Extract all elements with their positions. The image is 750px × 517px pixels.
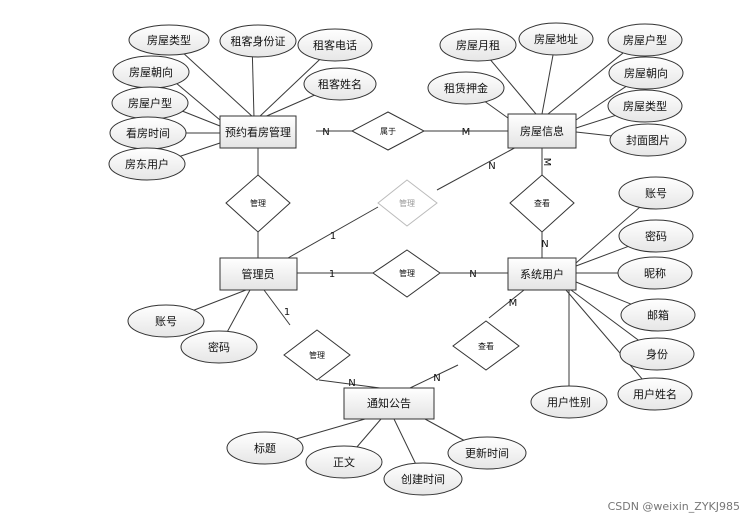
card-booking-belongs: N bbox=[322, 127, 329, 138]
svg-text:用户性别: 用户性别 bbox=[547, 395, 591, 409]
attribute-booking-visit-time: 看房时间 bbox=[109, 116, 187, 150]
entity-booking: 预约看房管理 bbox=[219, 115, 297, 149]
attribute-booking-layout: 房屋户型 bbox=[111, 86, 189, 120]
attribute-notice-body: 正文 bbox=[305, 445, 383, 479]
relationship-view-notice-label: 查看 bbox=[478, 341, 494, 351]
relationship-manage-notice-label: 管理 bbox=[309, 350, 325, 360]
attribute-house-orientation: 房屋朝向 bbox=[608, 56, 684, 90]
svg-text:账号: 账号 bbox=[155, 315, 177, 328]
relationship-manage-booking: 管理 bbox=[225, 174, 291, 233]
svg-text:租客身份证: 租客身份证 bbox=[231, 34, 286, 48]
entity-admin: 管理员 bbox=[219, 257, 298, 291]
svg-text:封面图片: 封面图片 bbox=[626, 133, 670, 147]
attribute-booking-tenant-name: 租客姓名 bbox=[303, 67, 377, 101]
relationship-manage-notice: 管理 bbox=[283, 329, 351, 381]
svg-text:标题: 标题 bbox=[254, 441, 276, 455]
attribute-sysuser-account: 账号 bbox=[618, 176, 694, 210]
card-house-view: M bbox=[541, 158, 552, 167]
svg-text:账号: 账号 bbox=[645, 187, 667, 200]
relationship-manage-user-label: 管理 bbox=[399, 268, 415, 278]
attribute-notice-updated: 更新时间 bbox=[447, 436, 527, 470]
attribute-house-address: 房屋地址 bbox=[518, 22, 594, 56]
attribute-booking-landlord: 房东用户 bbox=[108, 147, 186, 181]
attribute-house-layout: 房屋户型 bbox=[607, 23, 683, 57]
card-house-belongs: M bbox=[462, 127, 471, 138]
card-admin-house: 1 bbox=[330, 231, 336, 242]
svg-text:房屋类型: 房屋类型 bbox=[623, 99, 667, 113]
entity-notice: 通知公告 bbox=[343, 387, 435, 420]
card-sysuser-view: N bbox=[541, 239, 548, 250]
svg-text:密码: 密码 bbox=[208, 340, 230, 354]
entity-sysuser-label: 系统用户 bbox=[520, 267, 564, 281]
svg-text:房屋地址: 房屋地址 bbox=[534, 32, 578, 46]
attribute-house-rent: 房屋月租 bbox=[439, 28, 517, 62]
attribute-sysuser-gender: 用户性别 bbox=[530, 385, 608, 419]
attribute-booking-tenant-id: 租客身份证 bbox=[219, 24, 297, 58]
svg-text:房东用户: 房东用户 bbox=[125, 157, 169, 171]
card-admin-user: 1 bbox=[329, 269, 335, 280]
cardinality-labels: N M M N 1 N 1 N 1 N M N bbox=[284, 127, 552, 389]
svg-text:更新时间: 更新时间 bbox=[465, 446, 509, 460]
entity-house: 房屋信息 bbox=[507, 113, 577, 149]
attribute-booking-house-type: 房屋类型 bbox=[128, 24, 210, 56]
card-notice-user: N bbox=[433, 373, 440, 384]
attribute-booking-tenant-phone: 租客电话 bbox=[297, 28, 373, 62]
svg-text:创建时间: 创建时间 bbox=[401, 472, 445, 486]
svg-text:房屋朝向: 房屋朝向 bbox=[129, 65, 173, 79]
relationship-belongs: 属于 bbox=[350, 111, 426, 151]
relationship-manage-user: 管理 bbox=[372, 249, 441, 298]
attribute-house-deposit: 租赁押金 bbox=[427, 71, 505, 105]
attribute-sysuser-identity: 身份 bbox=[619, 337, 695, 371]
relationship-view-notice: 查看 bbox=[452, 320, 520, 371]
svg-text:看房时间: 看房时间 bbox=[126, 126, 170, 140]
entity-sysuser: 系统用户 bbox=[507, 257, 577, 291]
entity-house-label: 房屋信息 bbox=[520, 124, 564, 138]
svg-text:身份: 身份 bbox=[646, 347, 668, 361]
svg-text:房屋户型: 房屋户型 bbox=[128, 96, 172, 110]
attribute-admin-account: 账号 bbox=[127, 304, 205, 338]
relationship-belongs-label: 属于 bbox=[380, 127, 396, 136]
attribute-notice-title: 标题 bbox=[226, 431, 304, 465]
relationship-manage-booking-label: 管理 bbox=[250, 198, 266, 208]
card-user-admin: N bbox=[469, 269, 476, 280]
entity-admin-label: 管理员 bbox=[242, 267, 275, 281]
relationship-manage-house-label: 管理 bbox=[399, 198, 415, 208]
svg-text:正文: 正文 bbox=[333, 455, 355, 469]
card-user-notice: M bbox=[509, 298, 518, 309]
svg-text:租赁押金: 租赁押金 bbox=[444, 81, 488, 95]
attribute-sysuser-realname: 用户姓名 bbox=[617, 377, 693, 411]
attribute-notice-created: 创建时间 bbox=[383, 462, 463, 496]
watermark: CSDN @weixin_ZYKJ985 bbox=[607, 500, 740, 513]
svg-text:房屋户型: 房屋户型 bbox=[623, 33, 667, 47]
relationship-manage-house: 管理 bbox=[377, 179, 438, 227]
attribute-admin-password: 密码 bbox=[180, 330, 258, 364]
card-notice-admin: N bbox=[348, 378, 355, 389]
svg-text:房屋月租: 房屋月租 bbox=[456, 39, 500, 52]
svg-text:租客姓名: 租客姓名 bbox=[318, 77, 362, 91]
svg-text:密码: 密码 bbox=[645, 229, 667, 243]
entity-booking-label: 预约看房管理 bbox=[225, 125, 291, 139]
svg-text:房屋朝向: 房屋朝向 bbox=[624, 66, 668, 80]
attribute-house-cover: 封面图片 bbox=[609, 123, 687, 157]
svg-text:邮箱: 邮箱 bbox=[647, 308, 669, 322]
svg-text:用户姓名: 用户姓名 bbox=[633, 387, 677, 401]
card-house-admin: N bbox=[488, 161, 495, 172]
relationship-view-house-label: 查看 bbox=[534, 198, 550, 208]
entity-notice-label: 通知公告 bbox=[367, 396, 411, 410]
svg-text:房屋类型: 房屋类型 bbox=[147, 33, 191, 47]
attribute-sysuser-nickname: 昵称 bbox=[617, 256, 693, 290]
attribute-house-type: 房屋类型 bbox=[607, 89, 683, 123]
svg-text:租客电话: 租客电话 bbox=[313, 38, 357, 52]
attribute-sysuser-password: 密码 bbox=[618, 219, 694, 253]
attribute-booking-orientation: 房屋朝向 bbox=[112, 55, 190, 89]
attribute-sysuser-email: 邮箱 bbox=[620, 298, 696, 332]
card-admin-notice: 1 bbox=[284, 307, 290, 318]
relationship-view-house: 查看 bbox=[509, 174, 575, 233]
svg-text:昵称: 昵称 bbox=[644, 266, 666, 280]
